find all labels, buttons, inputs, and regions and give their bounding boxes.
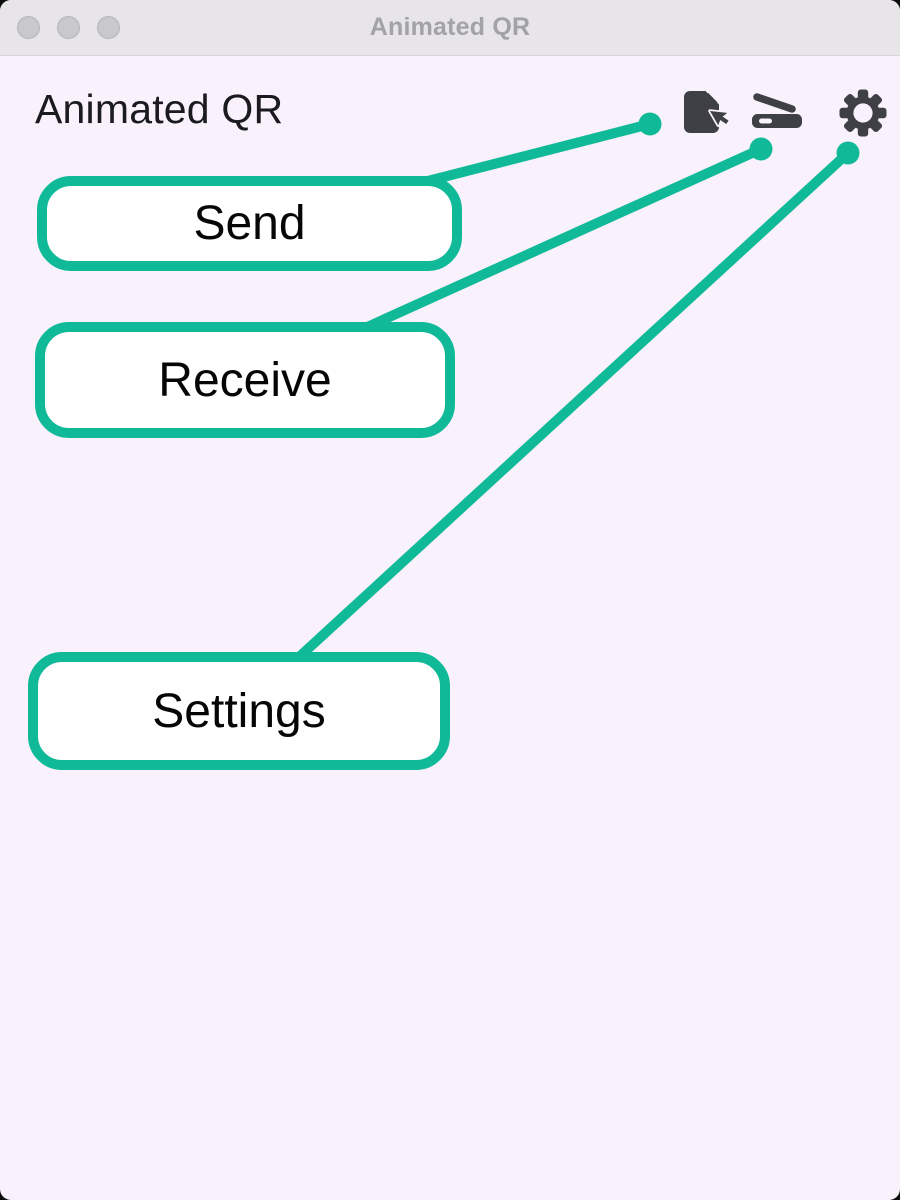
- settings-button-label: Settings: [152, 684, 326, 738]
- close-button[interactable]: [17, 16, 40, 39]
- file-import-icon[interactable]: [684, 91, 731, 141]
- scanner-icon[interactable]: [750, 90, 804, 135]
- gear-icon[interactable]: [839, 89, 887, 142]
- send-callout-line: [415, 119, 655, 188]
- zoom-button[interactable]: [97, 16, 120, 39]
- traffic-lights: [17, 16, 120, 39]
- send-button[interactable]: Send: [37, 176, 462, 271]
- receive-callout-dot: [749, 137, 773, 161]
- receive-button-label: Receive: [158, 353, 332, 407]
- settings-callout-dot: [836, 141, 860, 165]
- window-title: Animated QR: [369, 13, 531, 41]
- receive-button[interactable]: Receive: [35, 322, 455, 438]
- send-button-label: Send: [193, 197, 306, 250]
- page-title: Animated QR: [35, 86, 284, 132]
- minimize-button[interactable]: [57, 16, 80, 39]
- settings-button[interactable]: Settings: [28, 652, 450, 770]
- titlebar: Animated QR: [0, 0, 900, 56]
- send-callout-dot: [638, 112, 662, 136]
